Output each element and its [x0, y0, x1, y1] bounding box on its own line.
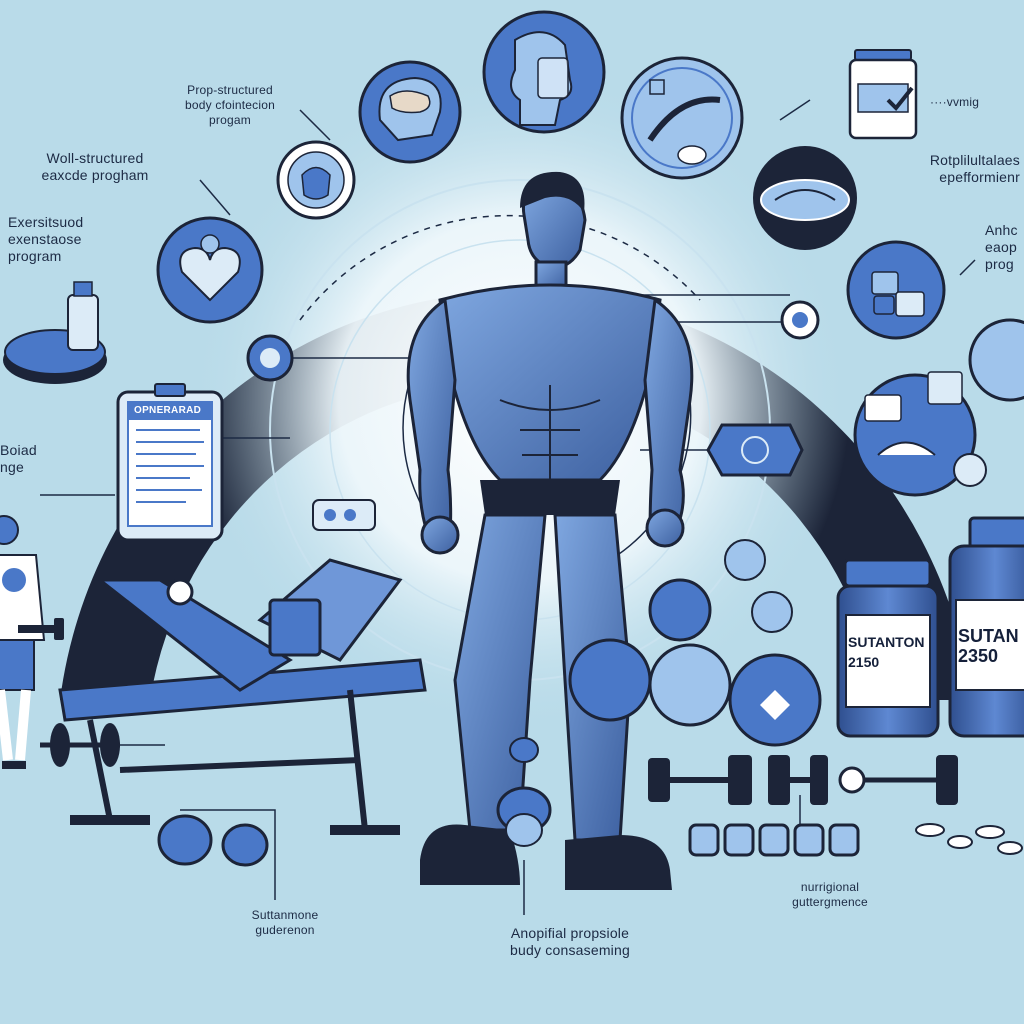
node-badge-right	[780, 300, 820, 340]
capsule-icon	[496, 737, 552, 847]
lens-icon	[968, 318, 1024, 402]
label-bottom-center: Anopifial propsiole budy consaseming	[510, 925, 630, 958]
barbell-plate-left	[40, 723, 120, 767]
label-left-2: Exersitsuod exenstaose program	[8, 214, 84, 264]
dumbbell-rack	[688, 823, 860, 857]
bottle-label-right: SUTAN 2350	[958, 626, 1019, 666]
face-shield-icon	[276, 140, 356, 220]
pills-icon	[846, 240, 946, 340]
bottle-icon-left	[836, 558, 940, 738]
dna-icon	[620, 56, 744, 180]
central-athlete-figure	[406, 171, 694, 890]
scale-icon	[3, 281, 107, 384]
bottle-icon-right	[948, 516, 1024, 738]
label-right-2: Rotplilultalaes epefformienr	[929, 152, 1020, 185]
label-right-3: Anhc eaop prog	[985, 222, 1018, 272]
label-top-center: Prop-structured body cfointecion progam	[185, 83, 275, 127]
connector-lines	[40, 99, 976, 915]
label-left-1: Woll-structured eaxcde progham	[41, 150, 149, 183]
loose-pills	[915, 823, 1023, 855]
supplement-jar-icon	[848, 49, 918, 140]
floor-plates	[157, 814, 269, 867]
heart-icon	[156, 216, 264, 324]
label-right-1: ····vvmig	[930, 95, 980, 109]
node-badge-left	[246, 334, 294, 382]
small-pill-tag	[312, 499, 376, 531]
hexagon-badge	[706, 423, 804, 477]
label-bottom-right: nurrigional guttergmence	[792, 880, 868, 909]
weight-bench-icon	[58, 558, 427, 835]
athlete-icon	[0, 515, 64, 769]
label-left-edge: Boiad nge	[0, 442, 37, 475]
bowl-icon	[753, 146, 857, 250]
brain-icon	[358, 60, 462, 164]
label-bottom-left: Suttanmone guderenon	[251, 908, 319, 937]
dumbbell-icon	[648, 755, 958, 805]
jars-cluster-icon	[853, 371, 987, 497]
bubble-cluster	[568, 539, 822, 747]
tablet-title: OPNERARAD	[134, 405, 202, 416]
head-profile-icon	[482, 10, 606, 134]
bottle-label-left: SUTANTON 2150	[848, 634, 925, 670]
dashed-orbit	[299, 214, 701, 321]
clipboard-tablet-icon	[116, 383, 224, 542]
